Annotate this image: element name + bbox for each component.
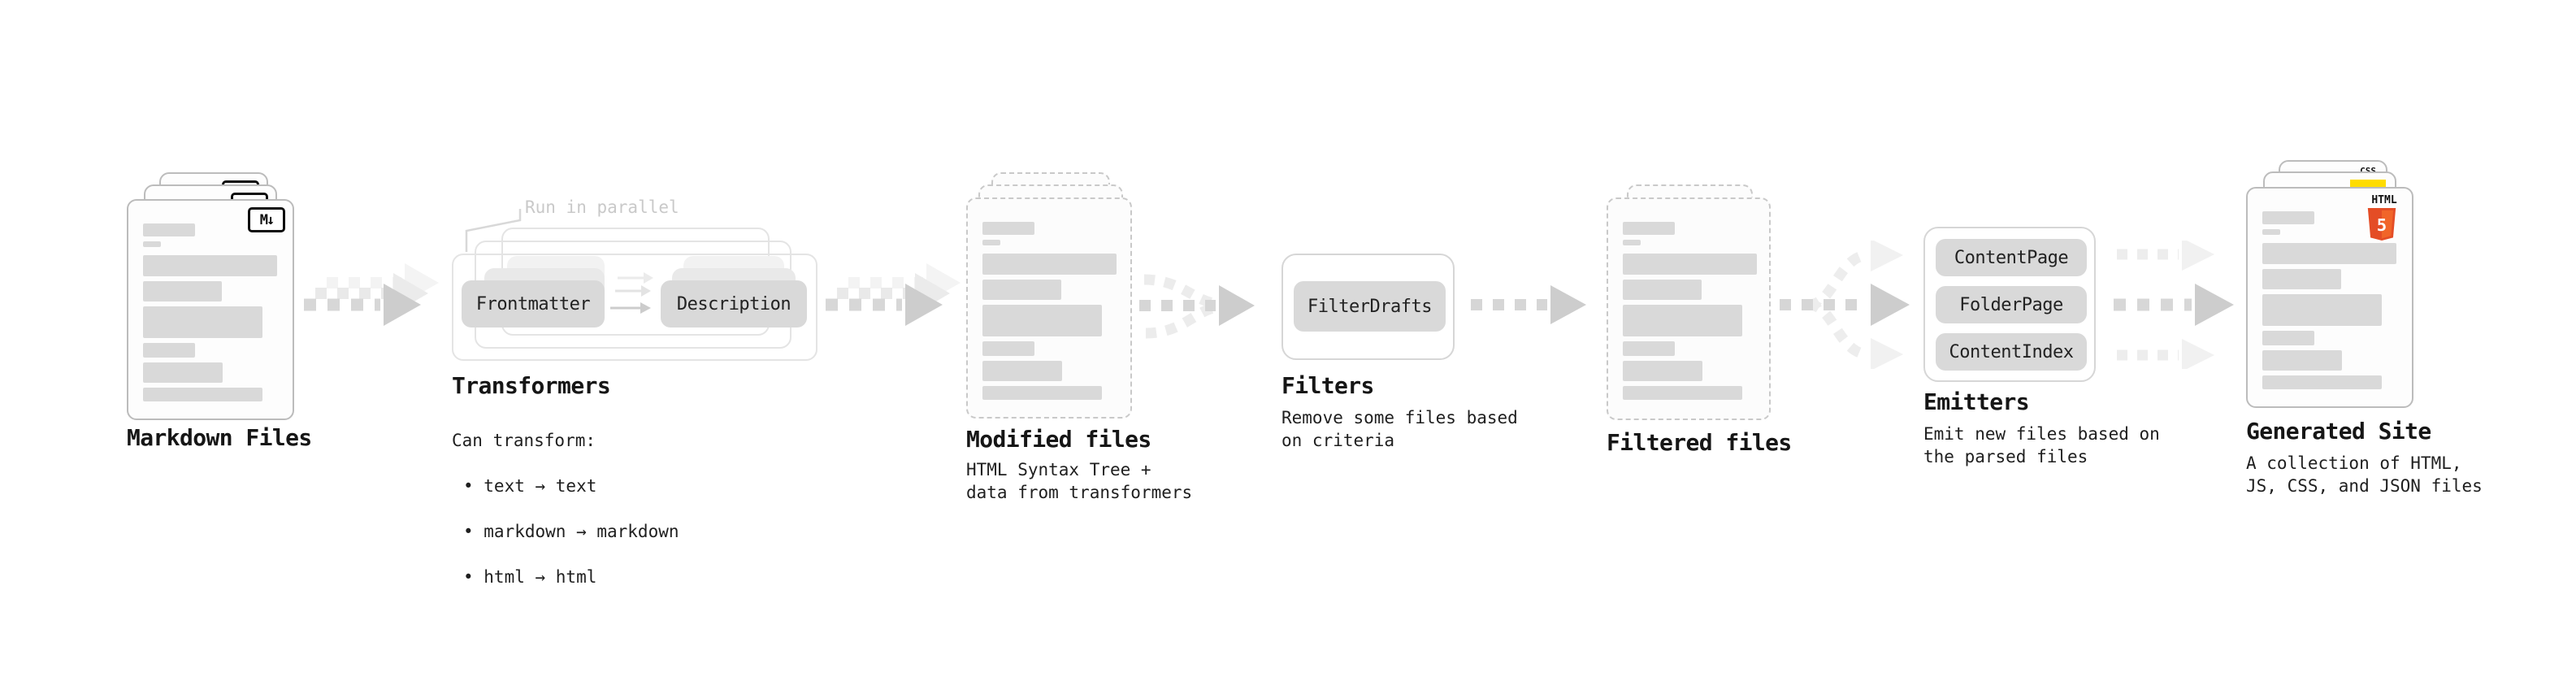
- skeleton-bar: [143, 343, 195, 358]
- html5-icon: HTML 5: [2366, 195, 2403, 242]
- generated-site-title: Generated Site: [2246, 418, 2431, 445]
- arrowhead: [1871, 284, 1910, 326]
- flow-arrow-stacked-1: [304, 263, 439, 326]
- emitters-desc: Emit new files based on the parsed files: [1923, 424, 2160, 466]
- skeleton-bar: [1623, 386, 1742, 400]
- flow-arrow-triple: [2114, 241, 2234, 369]
- stage-filtered-files: [1607, 184, 1776, 420]
- flow-arrow-fanout: [1780, 241, 1910, 369]
- transformer-card-front: [452, 254, 817, 361]
- skeleton-bar: [982, 386, 1102, 400]
- step-arrow-ghost: [615, 285, 651, 297]
- stage-generated-site: CSS HTML 5: [2246, 160, 2415, 408]
- filtered-files-title: Filtered files: [1607, 429, 1792, 456]
- generated-site-desc: A collection of HTML, JS, CSS, and JSON …: [2246, 453, 2483, 496]
- filters-title: Filters: [1281, 372, 1374, 399]
- modified-files-desc: HTML Syntax Tree + data from transformer…: [966, 460, 1193, 502]
- doc-content-skeleton: [2248, 189, 2412, 406]
- skeleton-bar: [1623, 305, 1742, 336]
- arrow-main-middle: [2114, 284, 2234, 326]
- modified-doc-front: [966, 197, 1132, 419]
- transformers-title: Transformers: [452, 372, 611, 399]
- frontmatter-pill: Frontmatter: [462, 280, 605, 327]
- skeleton-bar: [143, 362, 223, 383]
- transformers-desc: Can transform: • text → text • markdown …: [452, 406, 679, 611]
- skeleton-bar: [2262, 211, 2314, 224]
- transform-bullet: • text → text: [463, 476, 597, 496]
- arrowhead: [1219, 285, 1255, 326]
- skeleton-bar: [1623, 361, 1702, 381]
- step-arrow-main: [610, 302, 651, 314]
- filtered-doc-front: [1607, 197, 1771, 420]
- skeleton-bar: [143, 388, 262, 401]
- transform-step-arrows: [610, 272, 653, 314]
- skeleton-bar: [982, 254, 1117, 275]
- arrowhead-light: [1871, 338, 1903, 369]
- skeleton-bar: [1623, 280, 1702, 300]
- flow-arrow-converge: [1139, 274, 1255, 339]
- filters-box: FilterDrafts: [1281, 254, 1455, 360]
- arrowhead: [1550, 285, 1586, 324]
- skeleton-bar: [143, 223, 195, 236]
- transform-bullet: • markdown → markdown: [463, 522, 679, 541]
- emitters-box: ContentPage FolderPage ContentIndex: [1923, 227, 2096, 382]
- skeleton-bar: [2262, 350, 2342, 371]
- arrow-light-top: [2117, 241, 2214, 271]
- note-connector-line: [465, 209, 522, 252]
- arrow-light-bottom: [2117, 339, 2214, 369]
- skeleton-bar: [2262, 243, 2396, 264]
- filterdrafts-pill: FilterDrafts: [1294, 281, 1446, 332]
- skeleton-bar: [2262, 294, 2382, 326]
- markdown-icon: M↓: [248, 207, 285, 232]
- run-in-parallel-note: Run in parallel: [525, 197, 679, 217]
- skeleton-bar: [982, 341, 1034, 356]
- modified-files-title: Modified files: [966, 426, 1151, 453]
- skeleton-bar: [1623, 240, 1641, 245]
- contentpage-pill: ContentPage: [1936, 239, 2087, 276]
- skeleton-bar: [1623, 222, 1675, 235]
- skeleton-bar: [143, 241, 161, 247]
- skeleton-bar: [2262, 331, 2314, 345]
- skeleton-bar: [143, 281, 222, 301]
- can-transform-heading: Can transform:: [452, 431, 596, 450]
- arrowhead-light: [1871, 241, 1903, 271]
- stage-modified-files: [966, 172, 1135, 420]
- generated-doc-front: HTML 5: [2246, 187, 2413, 408]
- fanout-curve-top: [1808, 249, 1869, 310]
- emitters-title: Emitters: [1923, 388, 2030, 415]
- step-arrow-ghost: [618, 272, 653, 284]
- skeleton-bar: [143, 255, 277, 276]
- flow-arrow-single: [1471, 285, 1586, 324]
- description-pill: Description: [661, 280, 807, 327]
- contentindex-pill: ContentIndex: [1936, 333, 2087, 371]
- skeleton-bar: [2262, 269, 2341, 289]
- markdown-doc-front: M↓: [127, 199, 294, 420]
- fanout-curve-bottom: [1808, 299, 1869, 360]
- doc-content-skeleton: [968, 199, 1130, 417]
- transform-bullet: • html → html: [463, 567, 597, 587]
- skeleton-bar: [982, 280, 1061, 300]
- skeleton-bar: [1623, 341, 1675, 356]
- flow-arrow-stacked-2: [826, 263, 961, 326]
- skeleton-bar: [143, 306, 262, 338]
- skeleton-bar: [982, 222, 1034, 235]
- skeleton-bar: [2262, 229, 2280, 235]
- html5-icon-label: HTML: [2371, 194, 2397, 206]
- skeleton-bar: [2262, 375, 2382, 389]
- filters-desc: Remove some files based on criteria: [1281, 408, 1518, 450]
- folderpage-pill: FolderPage: [1936, 286, 2087, 323]
- doc-content-skeleton: [128, 201, 293, 419]
- arrow-main: [826, 284, 943, 326]
- skeleton-bar: [982, 305, 1102, 336]
- stage-markdown-files: M↓ M↓ M↓: [127, 172, 296, 420]
- markdown-files-title: Markdown Files: [127, 424, 312, 451]
- svg-text:5: 5: [2377, 215, 2387, 235]
- skeleton-bar: [1623, 254, 1757, 275]
- skeleton-bar: [982, 240, 1000, 245]
- skeleton-bar: [982, 361, 1062, 381]
- arrow-main: [304, 284, 421, 326]
- doc-content-skeleton: [1608, 199, 1769, 419]
- html5-shield-icon: 5: [2367, 208, 2396, 241]
